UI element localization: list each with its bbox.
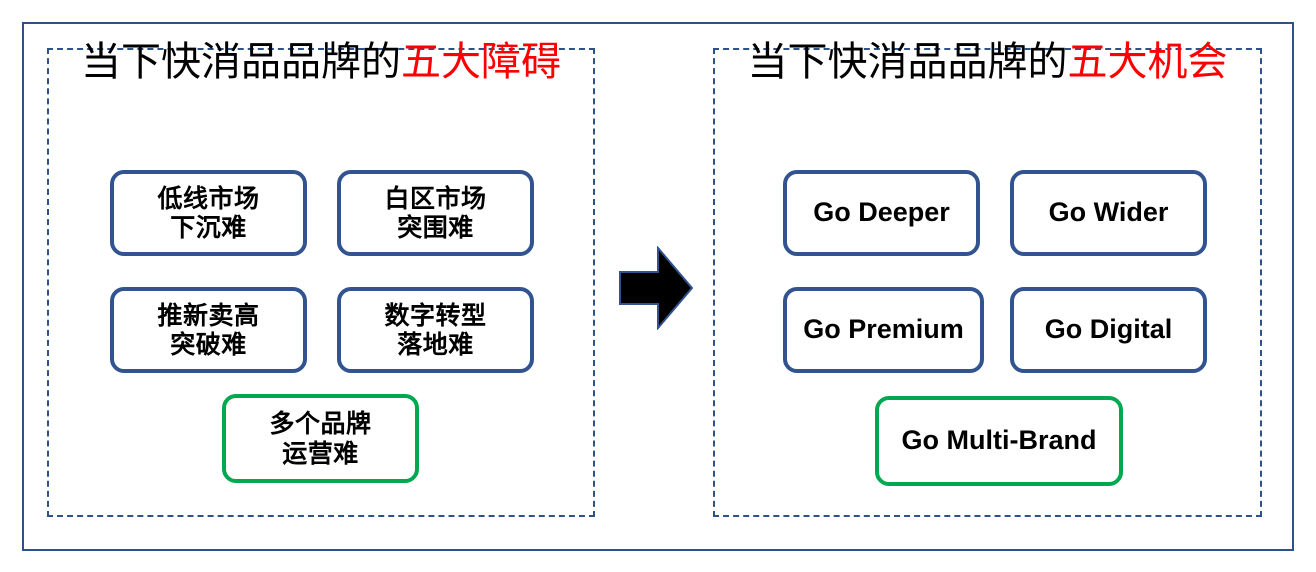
right-panel-opportunities: [713, 48, 1262, 517]
left-panel-title: 当下快消品品牌的五大障碍: [47, 42, 595, 82]
right-title-prefix: 当下快消品品牌的: [747, 40, 1068, 84]
obstacle-card-5[interactable]: 多个品牌 运营难: [222, 394, 419, 483]
obstacle-card-2-line2: 突围难: [397, 213, 474, 242]
left-panel-obstacles: [47, 48, 595, 517]
left-title-highlight: 五大障碍: [401, 40, 561, 84]
obstacle-card-4[interactable]: 数字转型 落地难: [337, 287, 534, 373]
opportunity-card-4-label: Go Digital: [1044, 314, 1173, 345]
obstacle-card-5-line1: 多个品牌: [269, 409, 372, 438]
opportunity-card-2-label: Go Wider: [1048, 197, 1169, 228]
obstacle-card-3-line2: 突破难: [170, 330, 247, 359]
obstacle-card-4-line1: 数字转型: [384, 300, 487, 330]
opportunity-card-5[interactable]: Go Multi-Brand: [875, 396, 1123, 486]
right-arrow-icon: [618, 246, 694, 330]
obstacle-card-5-line2: 运营难: [282, 438, 359, 468]
obstacle-card-1-line2: 下沉难: [170, 213, 247, 242]
obstacle-card-3[interactable]: 推新卖高 突破难: [110, 287, 307, 373]
right-title-highlight: 五大机会: [1067, 40, 1228, 84]
obstacle-card-3-line1: 推新卖高: [157, 300, 260, 330]
opportunity-card-5-label: Go Multi-Brand: [901, 425, 1097, 456]
obstacle-card-1-line1: 低线市场: [157, 183, 260, 213]
opportunity-card-1[interactable]: Go Deeper: [783, 170, 980, 256]
obstacle-card-4-line2: 落地难: [397, 330, 474, 359]
obstacle-card-1[interactable]: 低线市场 下沉难: [110, 170, 307, 256]
obstacle-card-2-line1: 白区市场: [384, 183, 487, 213]
obstacle-card-2[interactable]: 白区市场 突围难: [337, 170, 534, 256]
left-title-prefix: 当下快消品品牌的: [81, 40, 401, 84]
right-panel-title: 当下快消品品牌的五大机会: [713, 42, 1262, 82]
opportunity-card-3-label: Go Premium: [803, 314, 964, 345]
opportunity-card-4[interactable]: Go Digital: [1010, 287, 1207, 373]
opportunity-card-1-label: Go Deeper: [813, 197, 950, 228]
opportunity-card-3[interactable]: Go Premium: [783, 287, 984, 373]
opportunity-card-2[interactable]: Go Wider: [1010, 170, 1207, 256]
